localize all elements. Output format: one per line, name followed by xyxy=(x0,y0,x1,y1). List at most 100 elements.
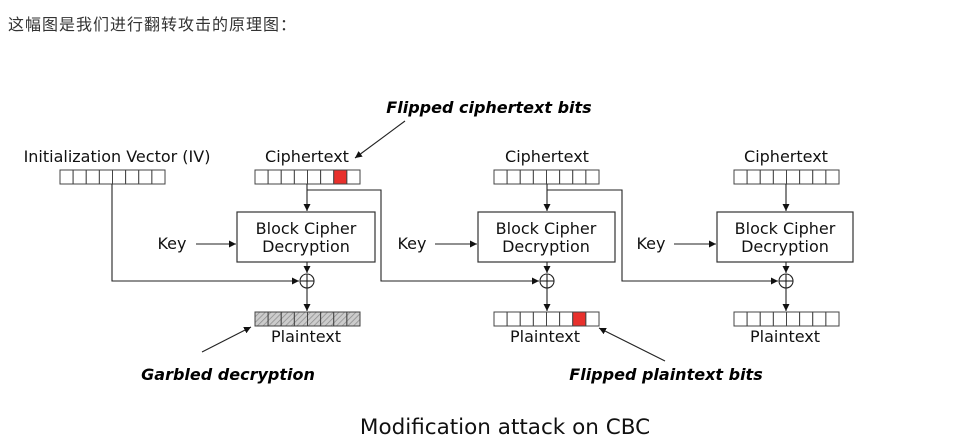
flipped-plaintext-bits-label: Flipped plaintext bits xyxy=(569,365,762,384)
initialization-vector: Initialization Vector (IV) xyxy=(24,147,299,285)
plaintext-bit xyxy=(585,311,600,327)
iv-to-xor-arrow xyxy=(111,184,299,285)
plaintext-bit xyxy=(532,311,548,327)
ciphertext-bit xyxy=(572,169,587,185)
plaintext-bit xyxy=(307,311,322,327)
block-cipher-decryption-box xyxy=(716,211,854,263)
iv-bit xyxy=(125,169,140,185)
ciphertext-bit xyxy=(825,169,840,185)
ciphertext-bit xyxy=(333,169,348,185)
ciphertext-bit xyxy=(519,169,534,185)
iv-bit xyxy=(72,169,87,185)
plaintext-bit xyxy=(267,311,282,327)
ciphertext-bit xyxy=(746,169,761,185)
plaintext-bit xyxy=(254,311,269,327)
ciphertext-bit xyxy=(320,169,335,185)
ciphertext-bit xyxy=(267,169,282,185)
decryption-label: Decryption xyxy=(741,237,829,256)
plaintext-bit xyxy=(506,311,521,327)
ciphertext-bits xyxy=(254,169,361,185)
block-cipher-label: Block Cipher xyxy=(735,219,836,238)
ciphertext-label: Ciphertext xyxy=(265,147,349,166)
ciphertext-bit xyxy=(546,169,561,185)
ciphertext-bit xyxy=(799,169,814,185)
ciphertext-bit xyxy=(493,169,508,185)
plaintext-label: Plaintext xyxy=(271,327,341,346)
decryption-label: Decryption xyxy=(502,237,590,256)
plaintext-bit xyxy=(293,311,309,327)
plaintext-bits-garbled xyxy=(254,311,361,327)
ciphertext-chain-arrow xyxy=(547,189,778,285)
plaintext-bit xyxy=(746,311,761,327)
plaintext-bit xyxy=(320,311,335,327)
ciphertext-bit xyxy=(733,169,748,185)
ciphertext-bit xyxy=(559,169,574,185)
decryption-label: Decryption xyxy=(262,237,350,256)
plaintext-bit xyxy=(772,311,788,327)
plaintext-bit xyxy=(546,311,561,327)
ciphertext-bit xyxy=(506,169,521,185)
plaintext-bit xyxy=(759,311,774,327)
ciphertext-bit xyxy=(254,169,269,185)
iv-bit xyxy=(151,169,166,185)
plaintext-bit xyxy=(559,311,574,327)
plaintext-label: Plaintext xyxy=(750,327,820,346)
plaintext-bit xyxy=(346,311,361,327)
plaintext-bit xyxy=(280,311,295,327)
plaintext-bit xyxy=(572,311,587,327)
plaintext-bits xyxy=(493,311,600,327)
plaintext-bit xyxy=(812,311,827,327)
garbled-pointer-arrow xyxy=(201,326,252,353)
intro-text: 这幅图是我们进行翻转攻击的原理图： xyxy=(8,15,298,34)
iv-label: Initialization Vector (IV) xyxy=(24,147,211,166)
flipped-plaintext-pointer-arrow xyxy=(598,327,666,362)
ciphertext-bit xyxy=(772,169,788,185)
iv-bit xyxy=(112,169,127,185)
block-cipher-decryption-box xyxy=(236,211,376,263)
ciphertext-bit xyxy=(759,169,774,185)
xor-icon xyxy=(299,273,315,289)
plaintext-bit xyxy=(786,311,801,327)
garbled-decryption-label: Garbled decryption xyxy=(141,365,315,384)
decryption-block-3: Ciphertext Block Cipher Decryption Key P… xyxy=(636,147,854,346)
decryption-block-1: Ciphertext Block Cipher Decryption Key P… xyxy=(157,147,539,346)
flipped-ciphertext-bits-label: Flipped ciphertext bits xyxy=(386,98,591,117)
block-cipher-label: Block Cipher xyxy=(496,219,597,238)
key-label: Key xyxy=(397,234,426,253)
plaintext-bit xyxy=(733,311,748,327)
decryption-block-2: Ciphertext Block Cipher Decryption Key P… xyxy=(397,147,778,346)
ciphertext-bit xyxy=(280,169,295,185)
ciphertext-bit xyxy=(786,169,801,185)
plaintext-bit xyxy=(333,311,348,327)
key-label: Key xyxy=(157,234,186,253)
plaintext-bit xyxy=(825,311,840,327)
iv-bit xyxy=(85,169,100,185)
ciphertext-bit xyxy=(307,169,322,185)
ciphertext-label: Ciphertext xyxy=(744,147,828,166)
xor-icon xyxy=(539,273,555,289)
ciphertext-bit xyxy=(293,169,309,185)
plaintext-bits xyxy=(733,311,840,327)
diagram-caption: Modification attack on CBC xyxy=(360,415,650,440)
block-cipher-decryption-box xyxy=(477,211,616,263)
ciphertext-bits xyxy=(493,169,600,185)
iv-bit xyxy=(98,169,114,185)
block-cipher-label: Block Cipher xyxy=(256,219,357,238)
plaintext-bit xyxy=(799,311,814,327)
ciphertext-chain-arrow xyxy=(307,189,539,285)
ciphertext-bits xyxy=(733,169,840,185)
ciphertext-label: Ciphertext xyxy=(505,147,589,166)
plaintext-label: Plaintext xyxy=(510,327,580,346)
ciphertext-bit xyxy=(346,169,361,185)
iv-bit xyxy=(59,169,74,185)
flipped-ciphertext-pointer-arrow xyxy=(354,120,406,159)
plaintext-bit xyxy=(519,311,534,327)
iv-bit xyxy=(138,169,153,185)
ciphertext-bit xyxy=(532,169,548,185)
ciphertext-bit xyxy=(585,169,600,185)
ciphertext-bit xyxy=(812,169,827,185)
xor-icon xyxy=(778,273,794,289)
key-label: Key xyxy=(636,234,665,253)
iv-bits xyxy=(59,169,166,185)
